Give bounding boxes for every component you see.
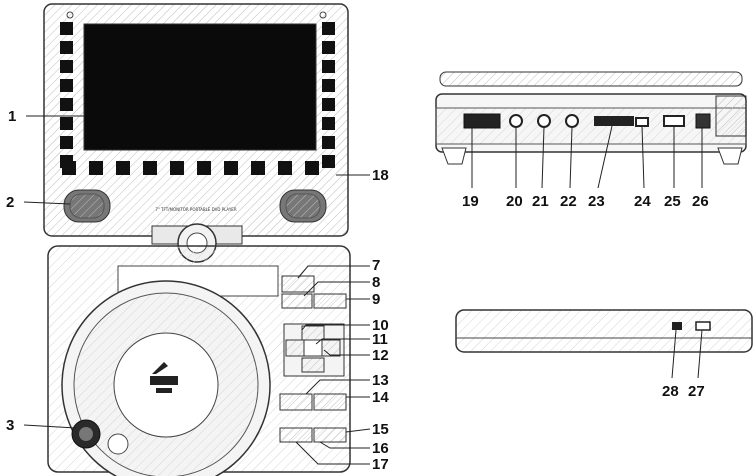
callout-26: 26 [692, 193, 709, 210]
frame-square [60, 79, 73, 92]
callout-15: 15 [372, 421, 389, 438]
button-17[interactable] [279, 427, 313, 443]
screen-caption: 7" TFT/MONITOR PORTABLE DVD PLAYER [155, 207, 236, 212]
callout-9: 9 [372, 291, 380, 308]
callout-12: 12 [372, 347, 389, 364]
callout-10: 10 [372, 317, 389, 334]
control-panel [279, 275, 347, 443]
frame-square [322, 155, 335, 168]
callout-24: 24 [634, 193, 651, 210]
button-8[interactable] [281, 293, 313, 309]
side-view-bottom [455, 309, 753, 353]
callout-27: 27 [688, 383, 705, 400]
lcd-screen [83, 23, 317, 151]
frame-square [60, 98, 73, 111]
button-15[interactable] [313, 427, 347, 443]
frame-square [60, 117, 73, 130]
frame-square [60, 22, 73, 35]
frame-square [322, 117, 335, 130]
player-lid: 7" TFT/MONITOR PORTABLE DVD PLAYER [43, 3, 349, 237]
player-base [47, 245, 351, 476]
frame-square [89, 161, 103, 175]
frame-square [322, 136, 335, 149]
callout-25: 25 [664, 193, 681, 210]
callout-3: 3 [6, 417, 14, 434]
frame-square [60, 41, 73, 54]
frame-square [62, 161, 76, 175]
frame-square [251, 161, 265, 175]
callout-13: 13 [372, 372, 389, 389]
left-speaker [63, 189, 111, 223]
frame-square [170, 161, 184, 175]
callout-17: 17 [372, 456, 389, 473]
callout-21: 21 [532, 193, 549, 210]
power-switch[interactable] [71, 419, 101, 449]
callout-18: 18 [372, 167, 389, 184]
callout-14: 14 [372, 389, 389, 406]
frame-square [322, 98, 335, 111]
frame-square [60, 60, 73, 73]
callout-22: 22 [560, 193, 577, 210]
callout-16: 16 [372, 440, 389, 457]
side-view-ports [435, 71, 747, 165]
frame-square [224, 161, 238, 175]
callout-20: 20 [506, 193, 523, 210]
navigation-pad[interactable] [283, 323, 345, 377]
frame-square [143, 161, 157, 175]
frame-square [322, 41, 335, 54]
callout-28: 28 [662, 383, 679, 400]
button-7[interactable] [281, 275, 315, 293]
callout-7: 7 [372, 257, 380, 274]
callout-lines [23, 115, 703, 465]
button-13[interactable] [279, 393, 313, 411]
frame-square [322, 22, 335, 35]
frame-square [60, 136, 73, 149]
right-speaker [279, 189, 327, 223]
frame-square [305, 161, 319, 175]
screen-frame-squares [60, 22, 335, 175]
frame-square [322, 60, 335, 73]
callout-2: 2 [6, 194, 14, 211]
callout-11: 11 [372, 331, 388, 348]
frame-square [116, 161, 130, 175]
button-14[interactable] [313, 393, 347, 411]
callout-8: 8 [372, 274, 380, 291]
callout-labels: 1 2 3 7 8 9 10 11 12 13 14 15 16 17 18 1… [6, 108, 709, 473]
frame-square [197, 161, 211, 175]
button-9[interactable] [313, 293, 347, 309]
status-led [107, 433, 129, 455]
dvd-logo [150, 362, 178, 393]
callout-23: 23 [588, 193, 605, 210]
frame-square [278, 161, 292, 175]
callout-19: 19 [462, 193, 479, 210]
callout-1: 1 [8, 108, 16, 125]
frame-square [322, 79, 335, 92]
